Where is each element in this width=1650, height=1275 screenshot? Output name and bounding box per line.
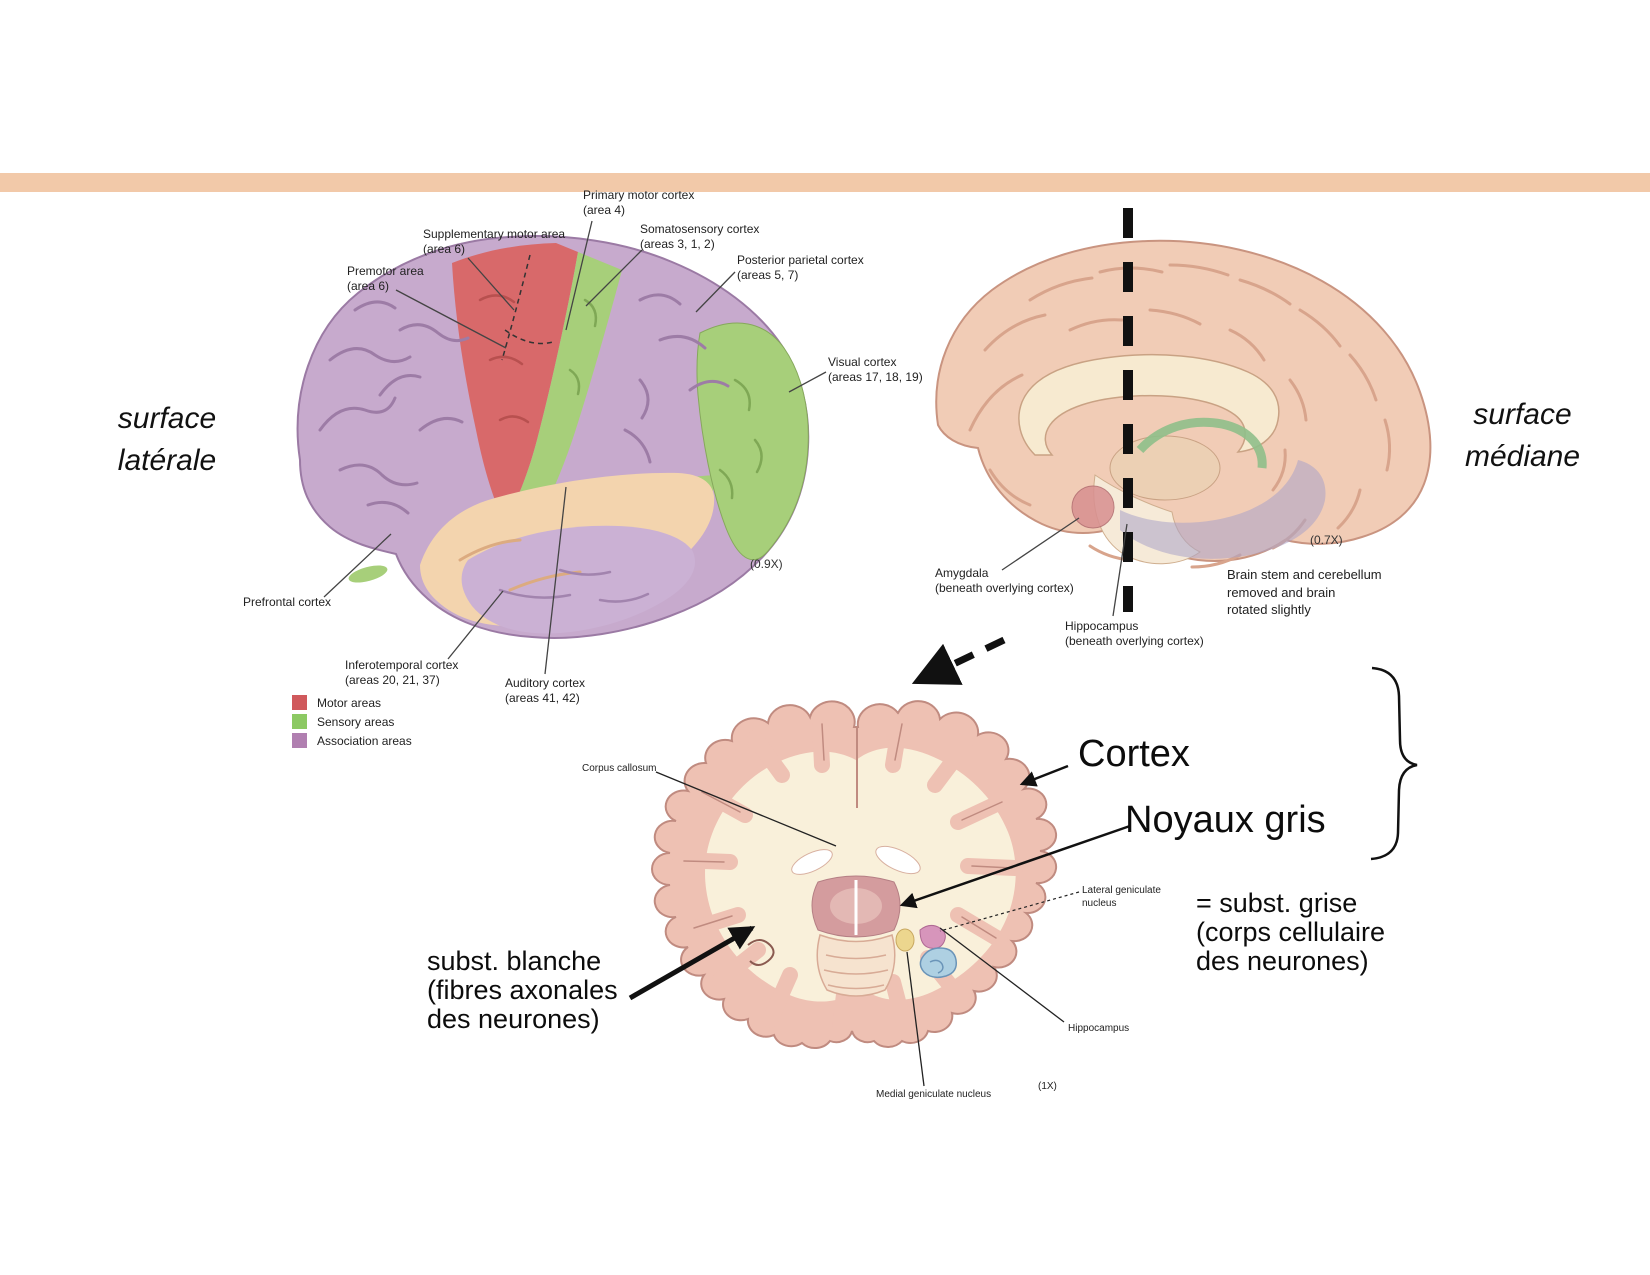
label-somatosensory-cortex: Somatosensory cortex (areas 3, 1, 2) xyxy=(640,222,760,251)
dashed-arrow xyxy=(911,636,1006,685)
association-areas-swatch xyxy=(292,733,307,748)
caption-surface-mediane: surface médiane xyxy=(1464,398,1581,473)
coronal-leader-lines xyxy=(655,771,1080,1087)
motor-areas-swatch xyxy=(292,695,307,710)
annotation-substance-blanche: subst. blanche (fibres axonales des neur… xyxy=(427,946,618,1034)
annotation-noyaux-gris: Noyaux gris xyxy=(1125,799,1326,841)
hippocampus-shape xyxy=(919,947,958,979)
substance-blanche-arrow xyxy=(628,925,756,1001)
coronal-section-illustration xyxy=(651,700,1058,1049)
legend-row-association: Association areas xyxy=(292,733,412,748)
noyaux-gris-arrow xyxy=(899,824,1131,909)
legend-label: Sensory areas xyxy=(317,714,395,729)
annotation-arrows xyxy=(628,764,1131,1001)
medial-brain-illustration xyxy=(935,239,1432,569)
label-premotor-area: Premotor area (area 6) xyxy=(347,264,424,293)
label-primary-motor-cortex: Primary motor cortex (area 4) xyxy=(583,188,695,217)
legend-label: Motor areas xyxy=(317,695,382,710)
annotation-cortex: Cortex xyxy=(1078,733,1190,775)
label-lateral-geniculate: Lateral geniculate nucleus xyxy=(1082,885,1161,909)
label-hippocampus-coronal: Hippocampus xyxy=(1068,1023,1130,1034)
label-hippocampus-medial: Hippocampus (beneath overlying cortex) xyxy=(1065,619,1204,648)
lateral-geniculate-nucleus-shape xyxy=(919,924,946,949)
lateral-brain-illustration xyxy=(296,235,810,639)
cortex-arrow xyxy=(1019,764,1069,787)
lateral-leader-lines xyxy=(323,220,827,675)
label-corpus-callosum: Corpus callosum xyxy=(582,763,657,774)
label-prefrontal-cortex: Prefrontal cortex xyxy=(243,595,332,609)
label-inferotemporal-cortex: Inferotemporal cortex (areas 20, 21, 37) xyxy=(345,658,459,687)
lateral-scale: (0.9X) xyxy=(750,557,783,571)
legend-row-sensory: Sensory areas xyxy=(292,714,412,729)
annotation-substance-grise: = subst. grise (corps cellulaire des neu… xyxy=(1196,888,1386,976)
sensory-areas-swatch xyxy=(292,714,307,729)
label-supplementary-motor-area: Supplementary motor area (area 6) xyxy=(423,227,566,256)
area-legend: Motor areas Sensory areas Association ar… xyxy=(292,695,412,752)
medial-leader-lines xyxy=(1001,517,1128,617)
label-amygdala: Amygdala (beneath overlying cortex) xyxy=(935,566,1074,595)
top-accent-bar xyxy=(0,173,1650,192)
label-posterior-parietal-cortex: Posterior parietal cortex (areas 5, 7) xyxy=(737,253,864,282)
legend-row-motor: Motor areas xyxy=(292,695,412,710)
medial-geniculate-nucleus-shape xyxy=(895,928,915,952)
medial-scale: (0.7X) xyxy=(1310,533,1343,547)
label-visual-cortex: Visual cortex (areas 17, 18, 19) xyxy=(828,355,923,384)
caption-surface-laterale: surface latérale xyxy=(117,402,217,477)
label-auditory-cortex: Auditory cortex (areas 41, 42) xyxy=(505,676,586,705)
coronal-scale: (1X) xyxy=(1038,1081,1057,1092)
curly-brace xyxy=(1370,666,1418,861)
medial-note: Brain stem and cerebellum removed and br… xyxy=(1227,567,1382,618)
label-medial-geniculate: Medial geniculate nucleus xyxy=(876,1089,992,1100)
legend-label: Association areas xyxy=(317,733,412,748)
